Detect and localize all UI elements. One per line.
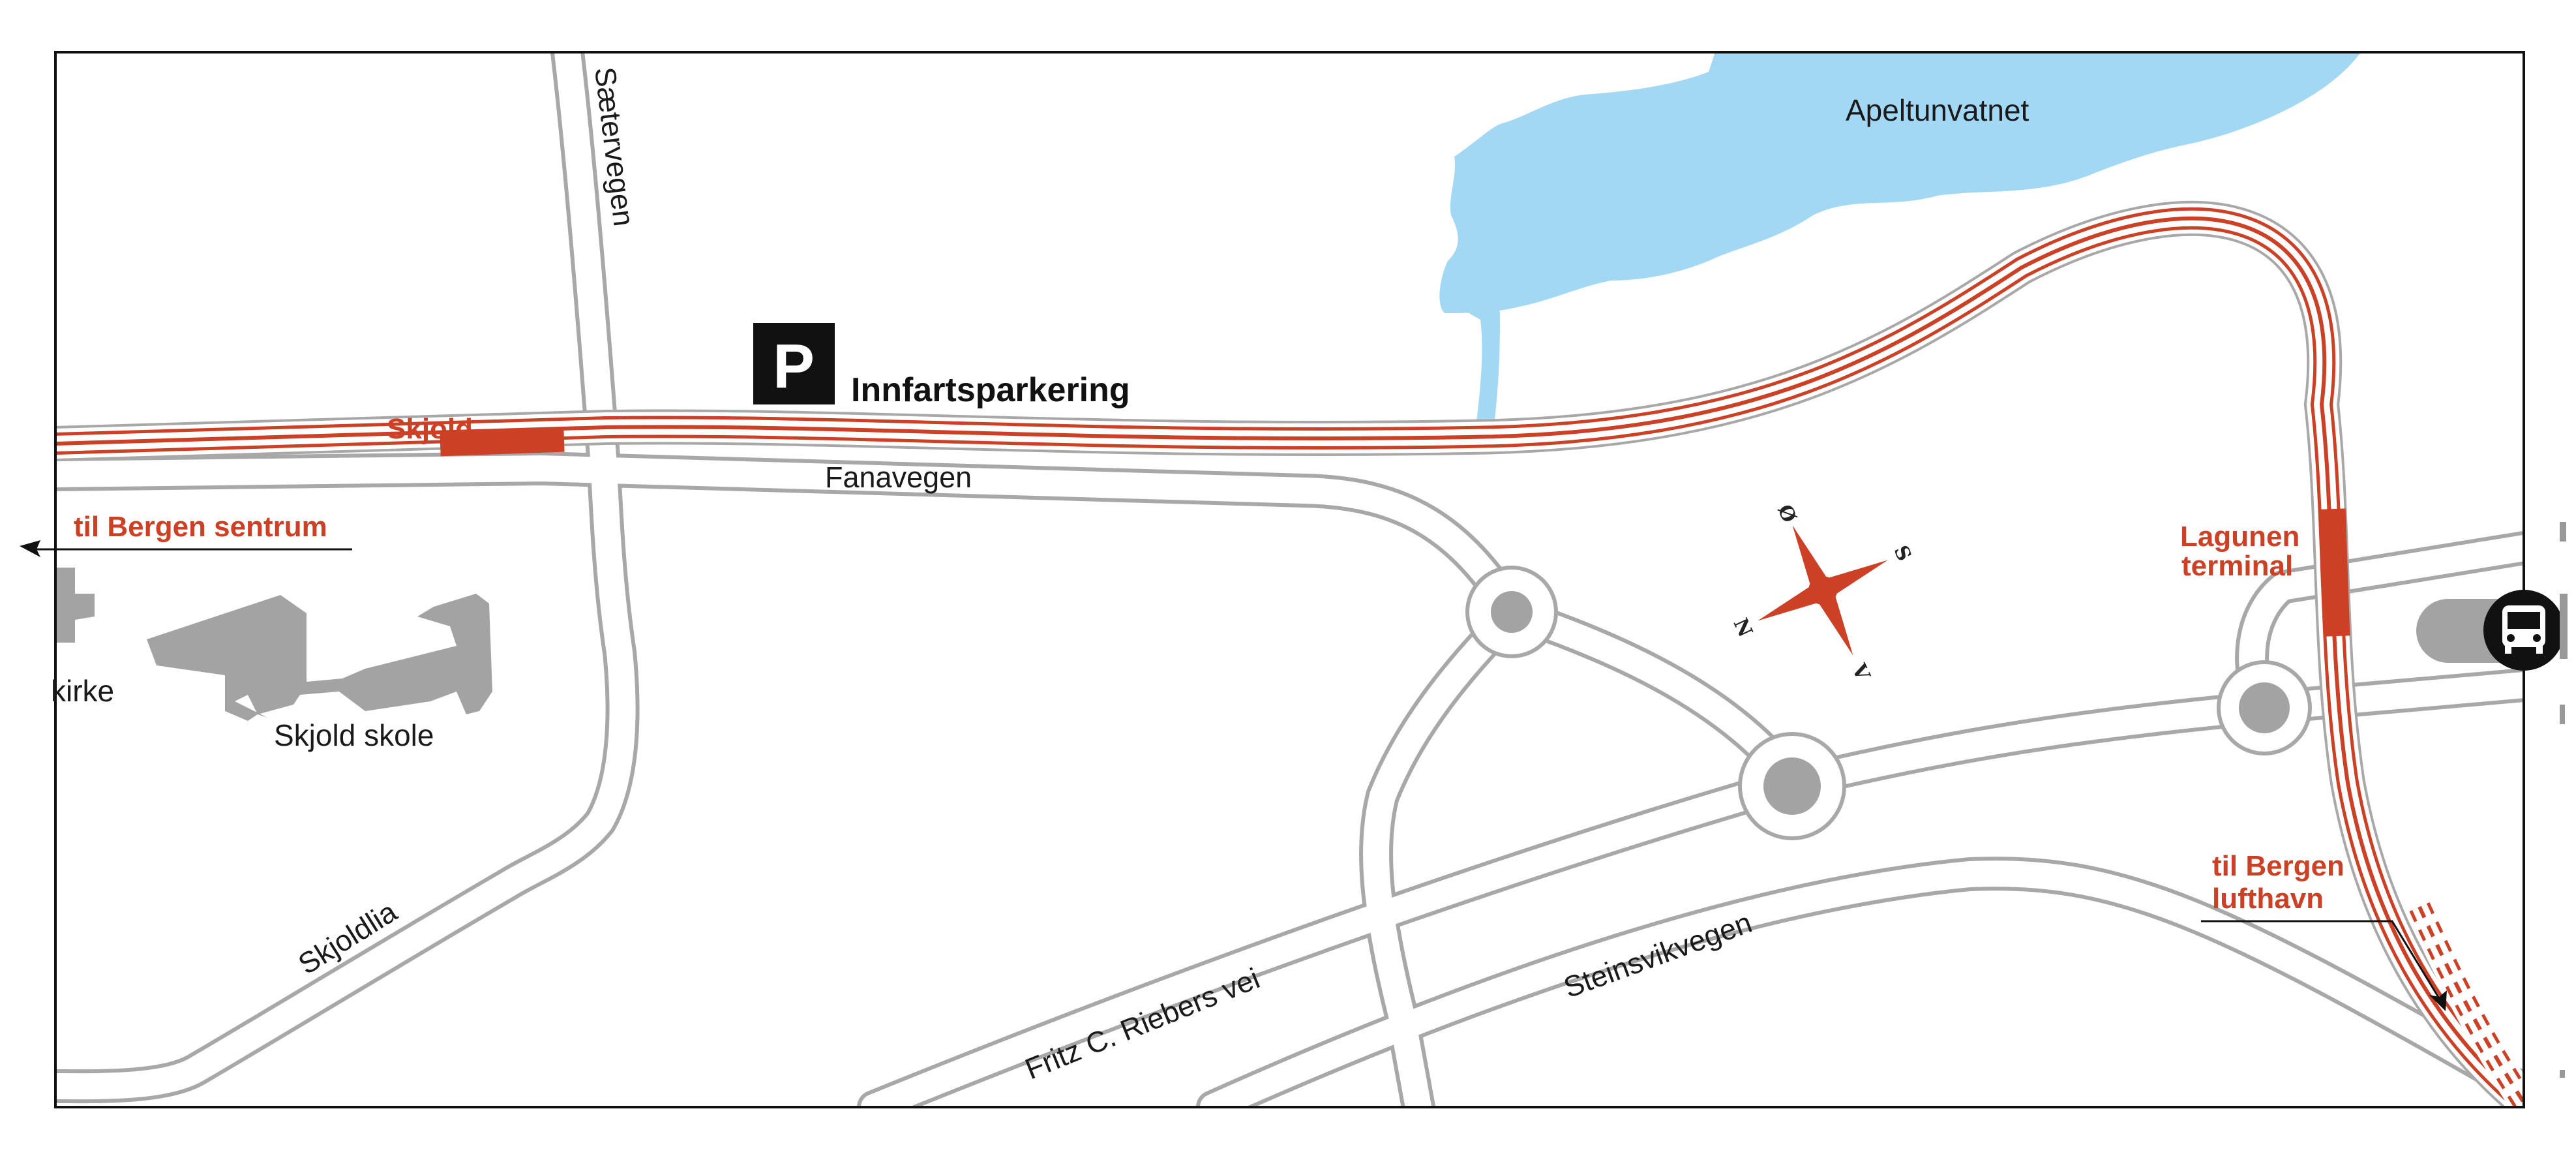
station-skjold-platform [440,428,565,457]
bus-icon [2483,590,2564,671]
parking-icon: P [753,323,835,404]
direction-label-lufthavn-2: lufthavn [2212,883,2324,915]
place-label-skole: Skjold skole [274,718,434,752]
direction-label-sentrum: til Bergen sentrum [74,511,327,543]
roundabout-2 [1738,732,1846,840]
place-label-kirke: kirke [51,674,114,708]
direction-lufthavn: til Bergen lufthavn [2201,850,2447,1011]
parking-label: Innfartsparkering [851,371,1130,409]
lake-outlet [1458,307,1500,431]
parking-symbol: P [773,331,815,401]
station-label-lagunen-1: Lagunen [2180,521,2299,553]
roundabout-1 [1465,566,1558,658]
direction-label-lufthavn-1: til Bergen [2212,850,2344,882]
station-lagunen-platform [2320,508,2350,637]
roundabout-3 [2217,660,2312,755]
lake-label: Apeltunvatnet [1846,93,2029,127]
building-kirke [57,568,95,643]
station-label-lagunen-2: terminal [2181,550,2293,582]
direction-sentrum: til Bergen sentrum [20,511,352,557]
road-label-fanavegen: Fanavegen [825,461,972,494]
building-skjold-skole [147,594,492,721]
lake-apeltunvatnet [1439,53,2360,313]
offframe-marks [2560,522,2568,1078]
station-label-skjold: Skjold [387,413,473,445]
